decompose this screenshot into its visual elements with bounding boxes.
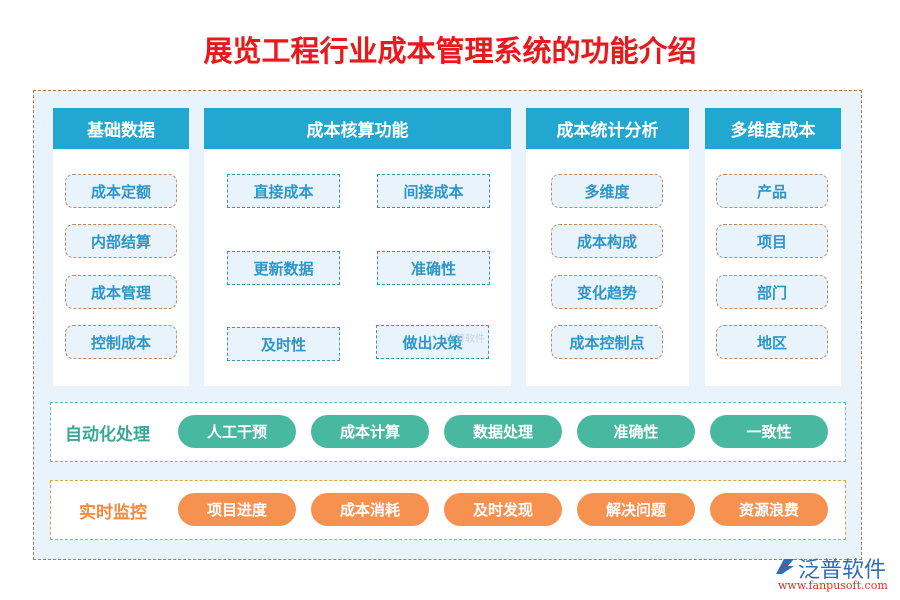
automation-chip: 人工干预: [178, 415, 296, 448]
automation-chip: 数据处理: [444, 415, 562, 448]
monitoring-chip: 项目进度: [178, 493, 296, 526]
item-cost-composition: 成本构成: [551, 224, 663, 258]
column-header: 成本核算功能: [204, 108, 511, 149]
item-update-data: 更新数据: [227, 251, 340, 285]
monitoring-chip: 解决问题: [577, 493, 695, 526]
automation-chip: 一致性: [710, 415, 828, 448]
monitoring-band: 实时监控 项目进度 成本消耗 及时发现 解决问题 资源浪费: [50, 480, 846, 540]
item-cost-management: 成本管理: [65, 275, 177, 309]
automation-chip: 成本计算: [311, 415, 429, 448]
item-product: 产品: [716, 174, 828, 208]
column-header: 基础数据: [53, 108, 189, 149]
automation-chip: 准确性: [577, 415, 695, 448]
item-accuracy: 准确性: [377, 251, 490, 285]
item-internal-settlement: 内部结算: [65, 224, 177, 258]
monitoring-chip: 成本消耗: [311, 493, 429, 526]
column-cost-statistics: 成本统计分析 多维度 成本构成 变化趋势 成本控制点: [526, 108, 689, 386]
item-project: 项目: [716, 224, 828, 258]
column-header: 成本统计分析: [526, 108, 689, 149]
item-cost-control-point: 成本控制点: [551, 325, 663, 359]
logo-name: 泛普软件: [798, 558, 887, 583]
column-cost-accounting: 成本核算功能 直接成本 间接成本 更新数据 准确性 及时性 做出决策: [204, 108, 511, 386]
item-change-trend: 变化趋势: [551, 275, 663, 309]
item-multi-dimension: 多维度: [551, 174, 663, 208]
watermark: 泛普软件: [445, 334, 485, 345]
logo-url: www.fanpusoft.com: [778, 579, 888, 592]
item-timeliness: 及时性: [227, 327, 340, 361]
item-direct-cost: 直接成本: [227, 174, 340, 208]
page-title: 展览工程行业成本管理系统的功能介绍: [203, 34, 697, 68]
automation-label: 自动化处理: [65, 424, 150, 445]
item-control-cost: 控制成本: [65, 325, 177, 359]
item-make-decision: 做出决策: [376, 325, 489, 359]
item-region: 地区: [716, 325, 828, 359]
column-basic-data: 基础数据 成本定额 内部结算 成本管理 控制成本: [53, 108, 189, 386]
column-header: 多维度成本: [705, 108, 841, 149]
item-indirect-cost: 间接成本: [377, 174, 490, 208]
monitoring-chip: 资源浪费: [710, 493, 828, 526]
item-department: 部门: [716, 275, 828, 309]
brand-logo: 泛普软件 www.fanpusoft.com: [770, 552, 895, 597]
monitoring-label: 实时监控: [79, 502, 147, 523]
automation-band: 自动化处理 人工干预 成本计算 数据处理 准确性 一致性: [50, 402, 846, 462]
logo-mark-icon: [776, 559, 794, 574]
item-cost-quota: 成本定额: [65, 174, 177, 208]
column-multi-dim-cost: 多维度成本 产品 项目 部门 地区: [705, 108, 841, 386]
monitoring-chip: 及时发现: [444, 493, 562, 526]
